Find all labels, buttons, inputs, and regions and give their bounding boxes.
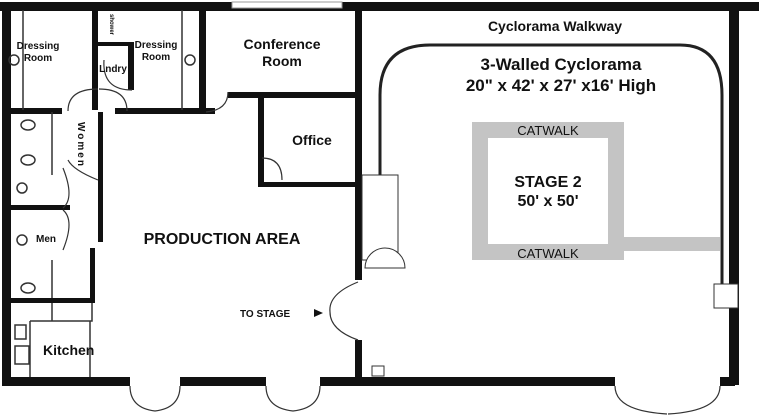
- conference-label: Room: [262, 53, 302, 69]
- wall: [199, 10, 206, 110]
- arrow-right-icon: [314, 309, 323, 317]
- stage-door[interactable]: [329, 281, 359, 341]
- wall: [92, 42, 132, 46]
- stage-doorway: [615, 377, 720, 386]
- to-stage-label: TO STAGE: [240, 309, 291, 320]
- men-label: Men: [36, 234, 56, 245]
- dressing-doors[interactable]: [67, 59, 133, 112]
- entry-doorway-2: [266, 377, 320, 386]
- wall: [128, 42, 134, 90]
- dressing-right-label: Dressing: [135, 40, 178, 51]
- top-wall: [0, 2, 759, 11]
- right-wall: [729, 2, 739, 385]
- wall: [258, 98, 264, 186]
- toilet-icon: [20, 154, 36, 166]
- cyclorama-wall: [378, 43, 724, 285]
- catwalk: [472, 122, 624, 260]
- wall: [2, 108, 62, 114]
- conference-label: Conference: [243, 36, 320, 52]
- women-label: Women: [75, 122, 86, 168]
- production-area-label: PRODUCTION AREA: [144, 231, 301, 248]
- sink-icon: [16, 234, 28, 246]
- stage-name: STAGE 2: [514, 174, 581, 191]
- stove-icon: [14, 345, 30, 365]
- entry-doors[interactable]: [129, 385, 721, 415]
- spiral-stair-icon: [364, 247, 406, 269]
- catwalk-bridge: [608, 237, 720, 251]
- bottom-wall: [2, 377, 735, 386]
- catwalk-top-label: CATWALK: [517, 123, 579, 138]
- outlet-box: [371, 365, 385, 377]
- wall: [92, 10, 98, 110]
- cyc-end-box: [713, 283, 739, 309]
- toilet-icon: [20, 119, 36, 131]
- shower-label: shower: [108, 14, 114, 36]
- office-doors[interactable]: [205, 91, 283, 181]
- kitchen-label: Kitchen: [43, 342, 94, 358]
- toilet-icon: [20, 282, 36, 294]
- wall: [115, 108, 215, 114]
- wall: [228, 92, 358, 98]
- walkway-label: Cyclorama Walkway: [488, 18, 622, 34]
- wall: [258, 182, 358, 187]
- sink-icon: [8, 54, 20, 66]
- dressing-left-label: Dressing: [17, 41, 60, 52]
- office-label: Office: [292, 132, 332, 148]
- sink-icon: [16, 182, 28, 194]
- wall: [10, 298, 95, 303]
- sink-icon: [184, 54, 196, 66]
- catwalk-bottom-label: CATWALK: [517, 246, 579, 261]
- dressing-right-label: Room: [142, 52, 170, 63]
- cyclorama-dims: 20" x 42' x 27' x16' High: [466, 76, 656, 95]
- wall: [10, 205, 70, 210]
- fridge-icon: [14, 324, 27, 340]
- stage-divider-wall: [355, 2, 362, 280]
- stage-divider-wall-lower: [355, 340, 362, 382]
- dressing-left-label: Room: [24, 53, 52, 64]
- kitchen-counter: [29, 303, 93, 377]
- restroom-doors[interactable]: [62, 159, 99, 251]
- left-wall: [2, 2, 11, 385]
- stair-landing: [361, 174, 399, 261]
- wall: [98, 112, 103, 242]
- windows: [231, 1, 343, 9]
- laundry-label: Lndry: [99, 64, 127, 75]
- cyclorama-title: 3-Walled Cyclorama: [481, 55, 642, 74]
- entry-doorway-1: [130, 377, 180, 386]
- stage-dims: 50' x 50': [518, 193, 579, 210]
- wall: [90, 248, 95, 303]
